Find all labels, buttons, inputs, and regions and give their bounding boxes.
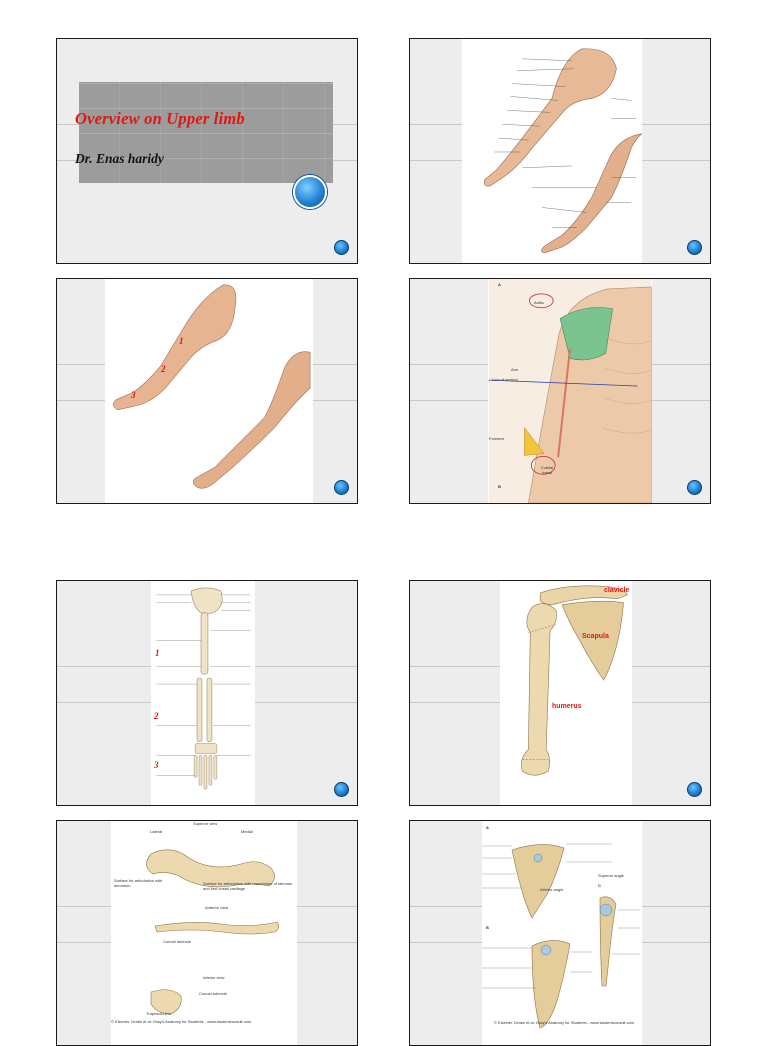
region-number: 1 bbox=[155, 648, 160, 658]
figure-letter-a: A bbox=[498, 282, 501, 287]
label-conoid-tubercle: Conoid tubercle bbox=[163, 939, 192, 944]
globe-icon bbox=[334, 240, 349, 255]
label-sternum-surface: Surface for articulation with manubrium … bbox=[203, 881, 293, 891]
slide-8-scapula-views[interactable]: A B C Superior angle Inferior angle © El… bbox=[409, 820, 711, 1046]
label-superior-view: Superior view bbox=[193, 821, 218, 826]
globe-icon bbox=[687, 782, 702, 797]
upper-limb-svg bbox=[113, 284, 311, 489]
label-medial: Medial bbox=[241, 829, 253, 834]
globe-icon bbox=[334, 782, 349, 797]
slide-3-limb-regions[interactable]: 1 2 3 bbox=[56, 278, 358, 504]
globe-icon bbox=[293, 175, 327, 209]
figure-letter-b: B bbox=[498, 484, 501, 489]
scapula-svg bbox=[482, 843, 640, 1029]
label-superior-angle: Superior angle bbox=[598, 873, 625, 878]
label-arm: Arm bbox=[511, 367, 519, 372]
label-scapula: Scapula bbox=[582, 633, 609, 640]
region-number: 3 bbox=[154, 760, 159, 770]
label-humerus: humerus bbox=[552, 703, 582, 710]
slide-4-axilla-arm[interactable]: A B Axilla Arm Line of section Forearm C… bbox=[409, 278, 711, 504]
slide-7-clavicle-views[interactable]: Superior view Lateral Medial Surface for… bbox=[56, 820, 358, 1046]
title-panel bbox=[79, 82, 333, 183]
slide-author: Dr. Enas haridy bbox=[75, 151, 164, 166]
figure-letter-c: C bbox=[598, 883, 601, 888]
figure-letter-a: A bbox=[486, 825, 489, 830]
globe-icon bbox=[687, 480, 702, 495]
label-trapezoid-line: Trapezoid line bbox=[146, 1011, 171, 1016]
slide-5-limb-bones[interactable]: 1 2 3 bbox=[56, 580, 358, 806]
label-acromion-surface: Surface for articulation with acromion bbox=[114, 878, 163, 888]
globe-icon bbox=[687, 240, 702, 255]
label-line-of-section: Line of section bbox=[492, 377, 518, 382]
label-clavicle: clavicle bbox=[604, 587, 630, 594]
scapula-illustration bbox=[482, 821, 642, 1045]
slide-6-shoulder-bones[interactable]: clavicle Scapula humerus bbox=[409, 580, 711, 806]
shoulder-bones-svg bbox=[520, 585, 628, 776]
clavicle-illustration bbox=[111, 821, 297, 1045]
clavicle-svg bbox=[146, 849, 279, 1015]
axilla-arm-illustration bbox=[488, 279, 652, 503]
figure-credit: © Elsevier. Drake et al: Gray's Anatomy … bbox=[494, 1020, 635, 1025]
label-inferior-angle: Inferior angle bbox=[540, 887, 564, 892]
label-lateral: Lateral bbox=[150, 829, 163, 834]
label-conoid-tubercle-2: Conoid tubercle bbox=[199, 991, 228, 996]
figure-credit: © Elsevier. Drake et al: Gray's Anatomy … bbox=[111, 1019, 252, 1024]
region-number: 3 bbox=[131, 390, 136, 400]
limb-skeleton-svg bbox=[156, 587, 251, 790]
upper-limb-illustration bbox=[105, 279, 313, 503]
globe-icon bbox=[334, 480, 349, 495]
slide-1-title[interactable]: Overview on Upper limb Dr. Enas haridy bbox=[56, 38, 358, 264]
label-anterior-view: Anterior view bbox=[205, 905, 229, 910]
slide-2-limb-views[interactable] bbox=[409, 38, 711, 264]
region-number: 2 bbox=[161, 364, 166, 374]
upper-limb-illustration bbox=[462, 39, 642, 263]
limb-skeleton-illustration bbox=[151, 581, 255, 805]
label-axilla: Axilla bbox=[534, 300, 544, 305]
region-number: 2 bbox=[154, 711, 159, 721]
figure-letter-b: B bbox=[486, 925, 489, 930]
label-forearm: Forearm bbox=[489, 436, 505, 441]
slide-title: Overview on Upper limb bbox=[75, 109, 245, 128]
label-inferior-view: Inferior view bbox=[203, 975, 225, 980]
shoulder-bones-illustration bbox=[500, 581, 632, 805]
region-number: 1 bbox=[179, 336, 184, 346]
axilla-arm-svg bbox=[488, 279, 652, 503]
label-cubital-fossa: Cubital fossa bbox=[540, 465, 554, 475]
upper-limb-svg bbox=[483, 48, 642, 254]
